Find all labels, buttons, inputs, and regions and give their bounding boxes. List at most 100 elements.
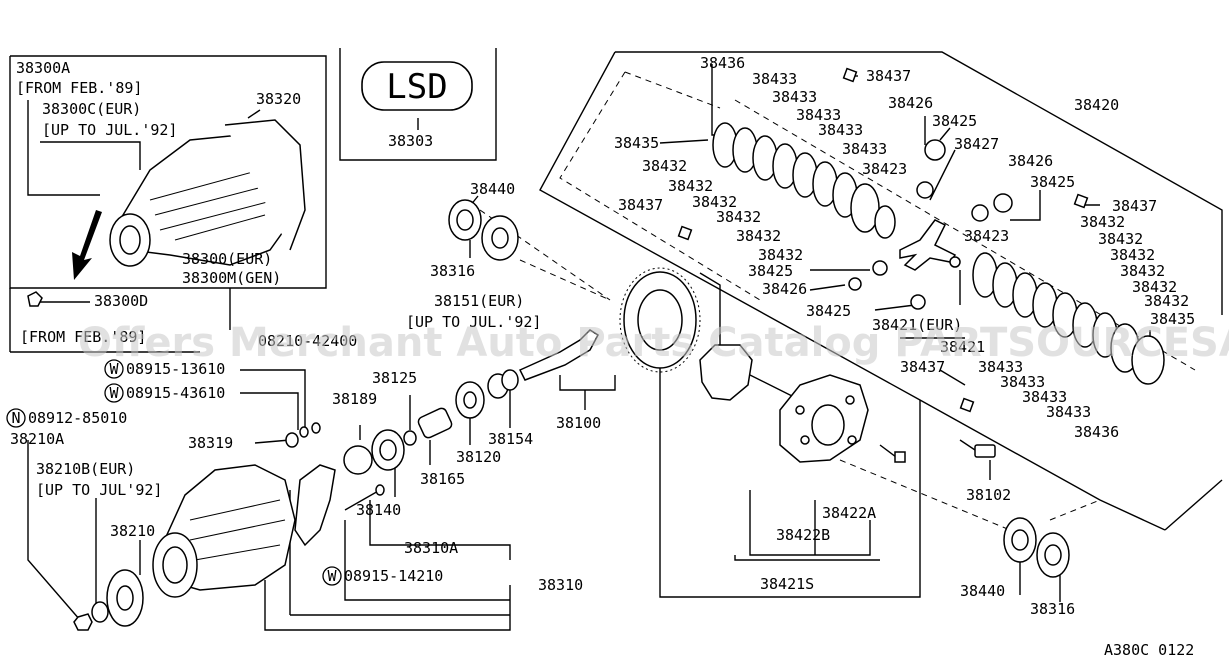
label-38420: 38420 [1074, 96, 1119, 114]
label-38440-bottom: 38440 [960, 582, 1005, 600]
label-38154: 38154 [488, 430, 533, 448]
label-38421: 38421 [940, 338, 985, 356]
lsd-plate-stack-left [712, 122, 896, 239]
carrier-cover-top [109, 119, 306, 267]
label-38210b: 38210B(EUR) [36, 460, 135, 478]
label-38425-a: 38425 [932, 112, 977, 130]
ring-gear [619, 267, 701, 373]
small-washers-left [27, 291, 321, 448]
watermark-text: Offers Merchant Auto Parts Catalog PARTS… [78, 320, 1229, 366]
label-38310: 38310 [538, 576, 583, 594]
bearing-38440-top [448, 199, 519, 261]
lsd-badge-text: LSD [386, 67, 447, 107]
bolt-38102 [959, 439, 996, 458]
label-38140: 38140 [356, 501, 401, 519]
label-38426-b: 38426 [1008, 152, 1053, 170]
label-38432-h: 38432 [1098, 230, 1143, 248]
label-38432-i: 38432 [1110, 246, 1155, 264]
label-38210a: 38210A [10, 430, 64, 448]
marker-w3: W [327, 567, 337, 585]
label-upto-jul92-c: [UP TO JUL'92] [36, 481, 162, 499]
label-38100: 38100 [556, 414, 601, 432]
label-38433-c: 38433 [796, 106, 841, 124]
label-38432-f: 38432 [758, 246, 803, 264]
label-38425-d: 38425 [806, 302, 851, 320]
label-38423-b: 38423 [964, 227, 1009, 245]
label-38189: 38189 [332, 390, 377, 408]
label-38120: 38120 [456, 448, 501, 466]
dashed-guides [479, 71, 1196, 531]
label-38300a: 38300A [16, 59, 70, 77]
label-38303: 38303 [388, 132, 433, 150]
label-38427: 38427 [954, 135, 999, 153]
bearing-38440-bottom [1003, 517, 1070, 578]
label-38421s: 38421S [760, 575, 814, 593]
pinion-assembly [343, 329, 599, 475]
label-38432-c: 38432 [692, 193, 737, 211]
label-38432-l: 38432 [1144, 292, 1189, 310]
marker-n1: N [11, 409, 20, 427]
lsd-badge: LSD [361, 61, 473, 111]
label-38316-top: 38316 [430, 262, 475, 280]
label-38433-f: 38433 [978, 358, 1023, 376]
label-38437-b: 38437 [618, 196, 663, 214]
companion-flange [294, 464, 385, 547]
label-38151: 38151(EUR) [434, 292, 524, 310]
label-from-bottom: [FROM FEB.'89] [20, 328, 146, 346]
label-upto-jul92-a: [UP TO JUL.'92] [42, 121, 177, 139]
lsd-plate-stack-right [972, 252, 1165, 385]
label-08210: 08210-42400 [258, 332, 357, 350]
marker-w2: W [109, 384, 119, 402]
figure-code: A380C 0122 [1104, 641, 1194, 659]
label-38210: 38210 [110, 522, 155, 540]
label-38433-e: 38433 [842, 140, 887, 158]
label-38435-right: 38435 [1150, 310, 1195, 328]
label-38422a: 38422A [822, 504, 876, 522]
label-38300d: 38300D [94, 292, 148, 310]
carrier-housing-bottom [73, 464, 296, 631]
label-38300-eur: 38300(EUR) [182, 250, 272, 268]
label-38102: 38102 [966, 486, 1011, 504]
label-38436-right: 38436 [1074, 423, 1119, 441]
label-38436-top: 38436 [700, 54, 745, 72]
label-08915-13610: 08915-13610 [126, 360, 225, 378]
label-38425-c: 38425 [748, 262, 793, 280]
label-38421-eur: 38421(EUR) [872, 316, 962, 334]
label-38440-top: 38440 [470, 180, 515, 198]
frame-lines [9, 48, 1223, 598]
label-38432-g: 38432 [1080, 213, 1125, 231]
label-38425-b: 38425 [1030, 173, 1075, 191]
differential-case [699, 344, 906, 463]
label-38437-c: 38437 [1112, 197, 1157, 215]
label-38432-d: 38432 [716, 208, 761, 226]
label-38319: 38319 [188, 434, 233, 452]
label-38433-b: 38433 [772, 88, 817, 106]
label-38432-a: 38432 [642, 157, 687, 175]
label-38423-a: 38423 [862, 160, 907, 178]
label-38165: 38165 [420, 470, 465, 488]
label-38433-a: 38433 [752, 70, 797, 88]
label-38433-g: 38433 [1000, 373, 1045, 391]
label-38432-k: 38432 [1132, 278, 1177, 296]
label-08912-85010: 08912-85010 [28, 409, 127, 427]
label-38437-a: 38437 [866, 67, 911, 85]
label-38432-b: 38432 [668, 177, 713, 195]
label-38125: 38125 [372, 369, 417, 387]
label-38435-top: 38435 [614, 134, 659, 152]
label-08915-14210: 08915-14210 [344, 567, 443, 585]
label-from-feb89: [FROM FEB.'89] [16, 79, 142, 97]
label-38433-i: 38433 [1046, 403, 1091, 421]
marker-w1: W [109, 360, 119, 378]
label-38422b: 38422B [776, 526, 830, 544]
label-38300m: 38300M(GEN) [182, 269, 281, 287]
arrow-icon [72, 210, 102, 280]
label-38426-a: 38426 [888, 94, 933, 112]
label-38437-d: 38437 [900, 358, 945, 376]
circle-markers: W W N W [6, 359, 342, 586]
label-38426-c: 38426 [762, 280, 807, 298]
label-38432-e: 38432 [736, 227, 781, 245]
label-38433-d: 38433 [818, 121, 863, 139]
label-38433-h: 38433 [1022, 388, 1067, 406]
label-38320: 38320 [256, 90, 301, 108]
